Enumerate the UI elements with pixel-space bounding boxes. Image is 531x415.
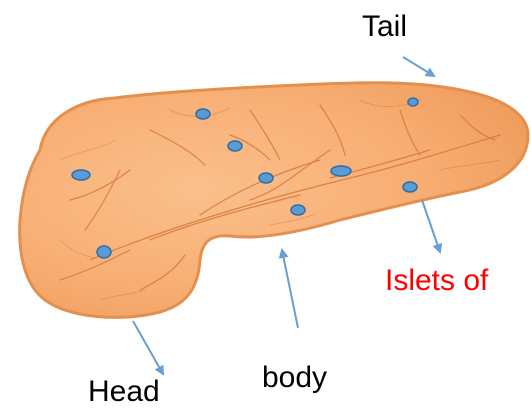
islet	[97, 246, 111, 258]
islets-arrow	[422, 200, 440, 252]
islet	[72, 170, 90, 180]
head-label: Head	[88, 377, 160, 407]
islet	[408, 98, 418, 106]
tail-label: Tail	[362, 12, 407, 42]
islet	[291, 205, 305, 215]
islets-label: Islets of	[385, 266, 488, 296]
body-arrow	[282, 250, 298, 328]
islet	[228, 141, 242, 151]
islet	[403, 182, 417, 192]
islet	[259, 173, 273, 183]
body-label: body	[262, 363, 327, 393]
tail-arrow	[403, 57, 434, 76]
head-arrow	[133, 321, 163, 374]
islet	[331, 166, 351, 176]
islet	[196, 109, 210, 119]
